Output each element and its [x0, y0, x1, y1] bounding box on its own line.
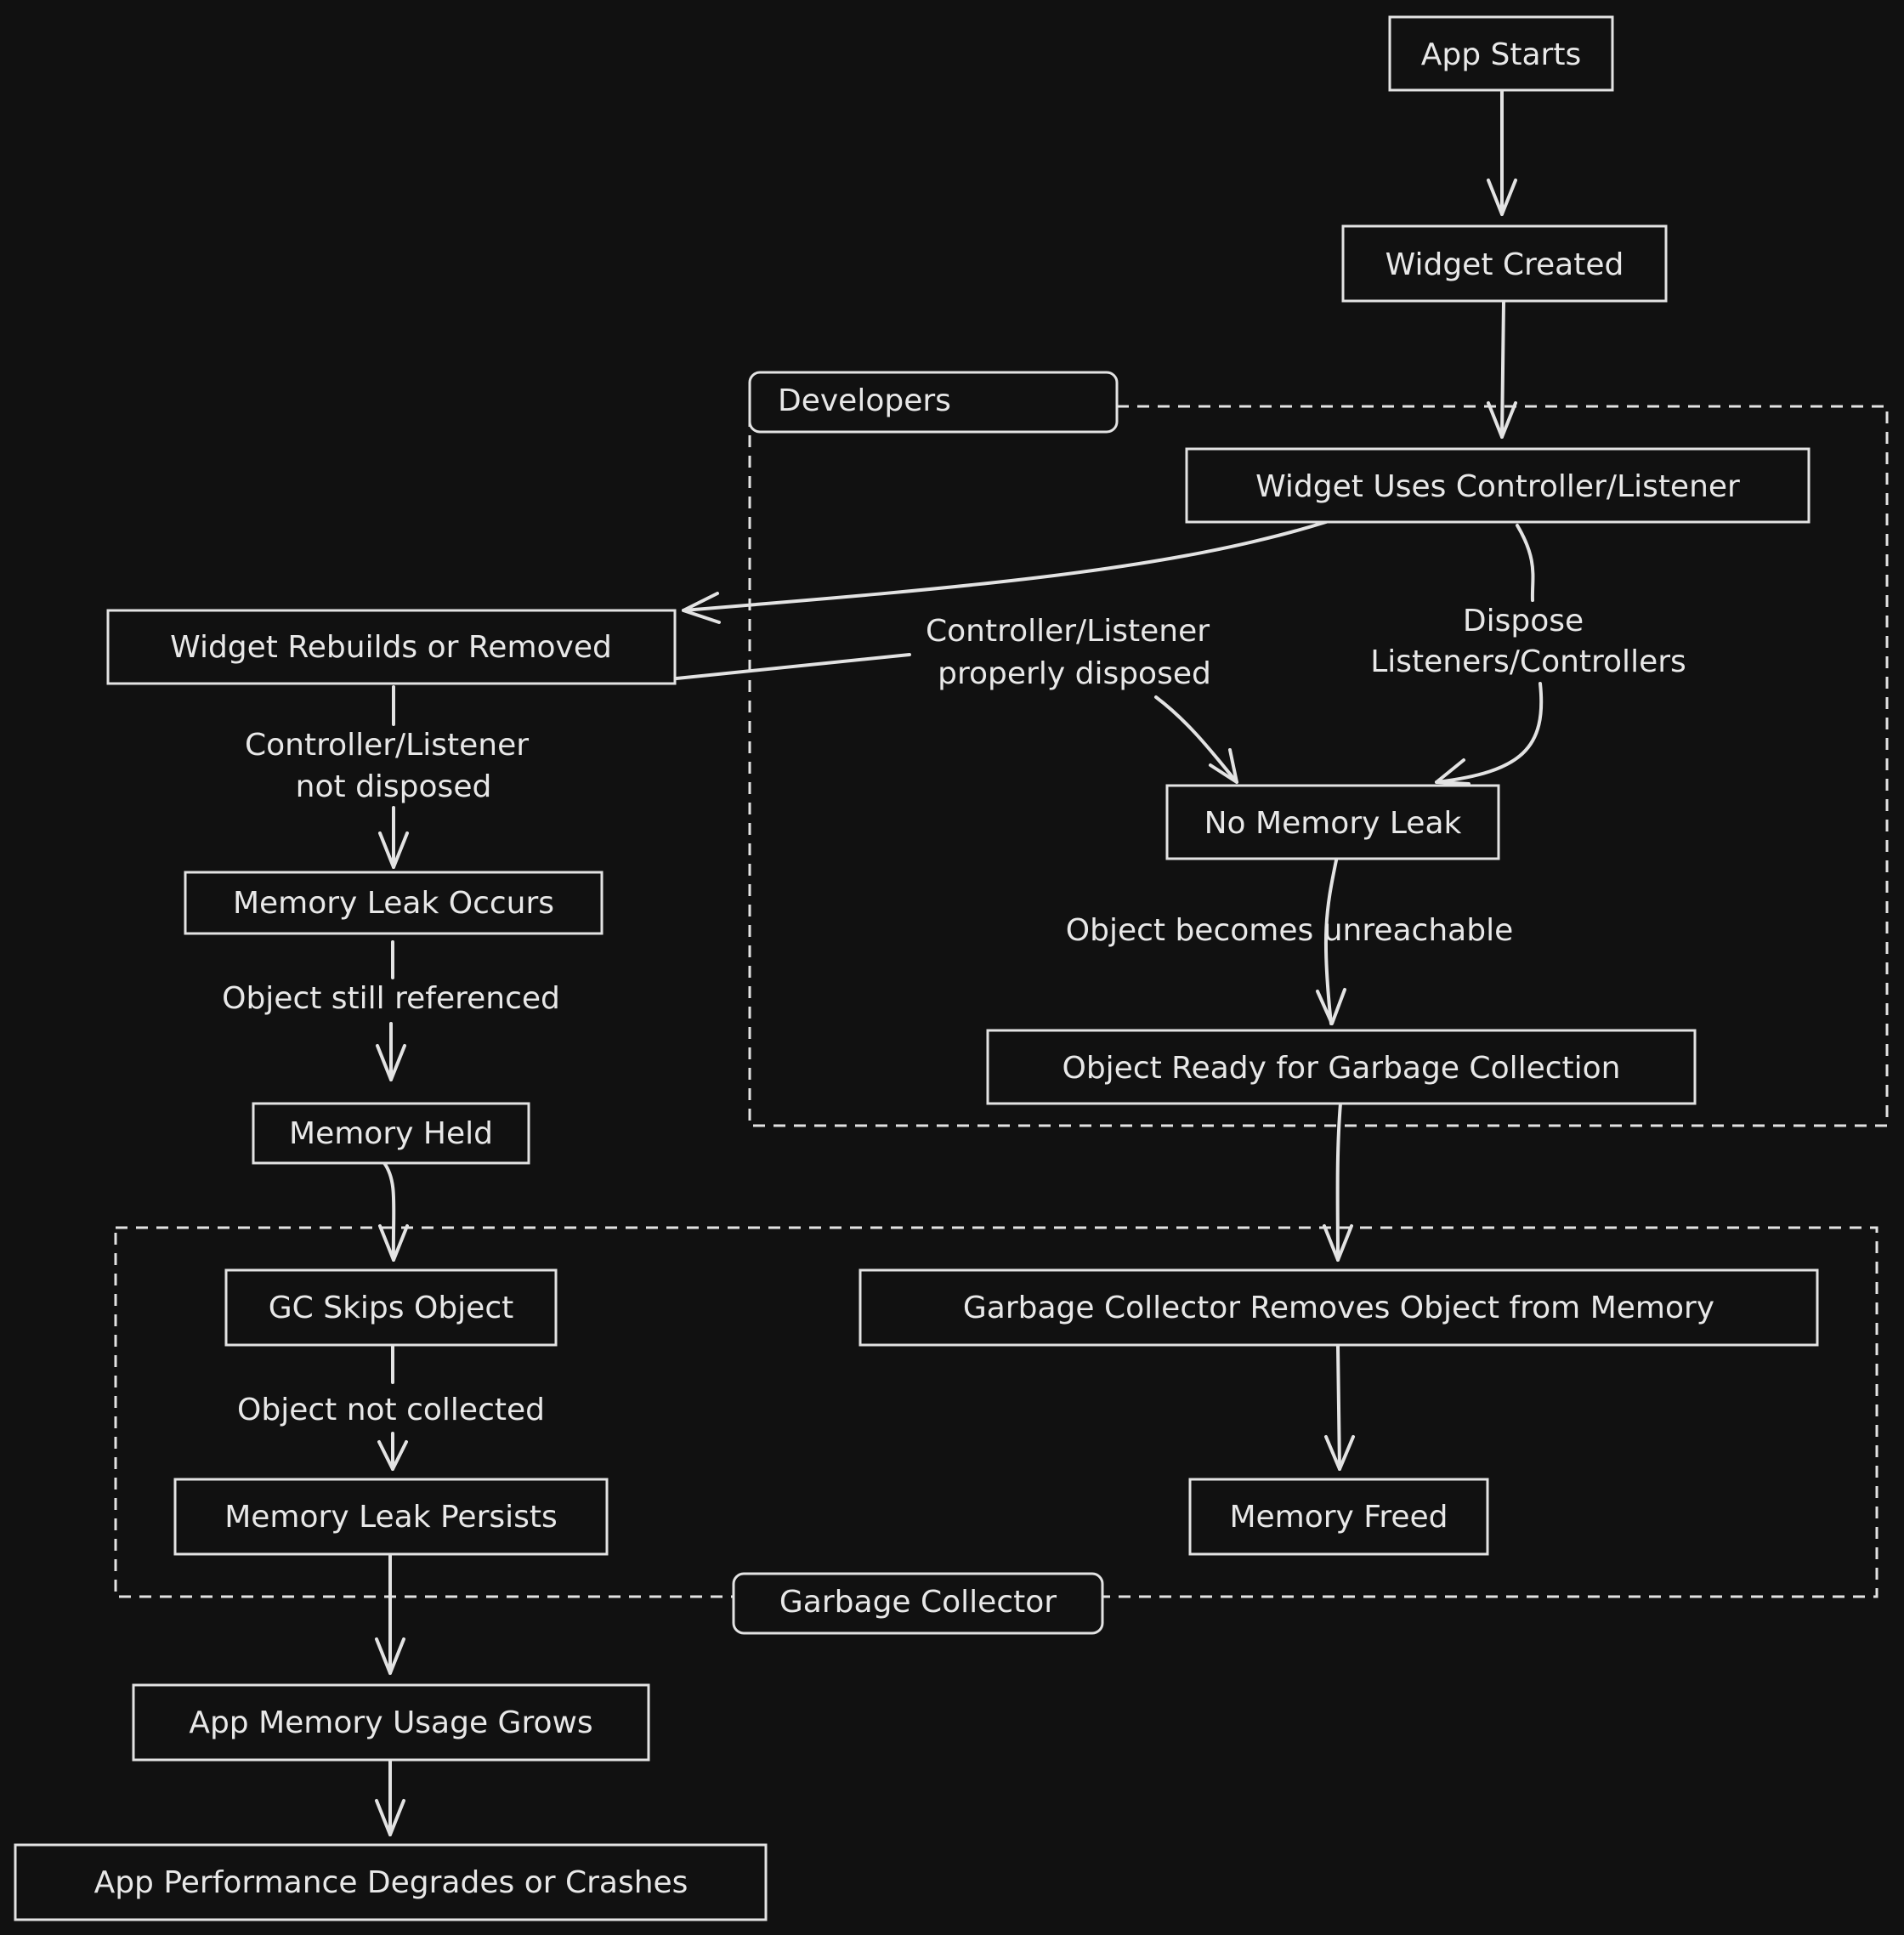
node-no-memory-leak: No Memory Leak — [1165, 784, 1500, 860]
node-app-memory-grows: App Memory Usage Grows — [132, 1683, 650, 1762]
edge-memory-leak-persists-to-app-memory-grows — [375, 1554, 405, 1675]
edge-widget-uses-to-widget-rebuilds — [682, 520, 1328, 624]
edge-label-dispose-line1: Dispose — [1463, 604, 1584, 638]
node-memory-held: Memory Held — [252, 1102, 530, 1165]
group-developers: Developers — [748, 371, 1889, 1127]
node-label-memory-freed: Memory Freed — [1229, 1500, 1448, 1535]
node-label-app-performance-degrades: App Performance Degrades or Crashes — [94, 1865, 688, 1900]
edge-widget-uses-to-no-memory-leak — [1435, 524, 1544, 786]
edge-label-properly-disposed-line1: Controller/Listener — [926, 614, 1210, 649]
edges — [375, 90, 1544, 1836]
edge-app-starts-to-widget-created — [1487, 90, 1517, 216]
node-app-performance-degrades: App Performance Degrades or Crashes — [14, 1843, 768, 1921]
edge-app-memory-grows-to-app-performance — [375, 1758, 405, 1836]
group-garbage-collector: Garbage Collector — [114, 1226, 1878, 1635]
edge-no-memory-leak-to-object-ready — [1316, 859, 1346, 1025]
edge-label-object-unreachable: Object becomes unreachable — [1066, 913, 1513, 948]
node-label-widget-created: Widget Created — [1386, 247, 1624, 282]
edge-memory-leak-occurs-to-memory-held — [376, 940, 406, 1081]
edge-label-properly-disposed-line2: properly disposed — [938, 656, 1211, 691]
node-label-memory-held: Memory Held — [289, 1116, 493, 1151]
node-widget-created: Widget Created — [1341, 224, 1668, 303]
node-gc-skips-object: GC Skips Object — [224, 1268, 558, 1347]
edge-memory-held-to-gc-skips — [378, 1161, 409, 1262]
node-label-gc-removes-object: Garbage Collector Removes Object from Me… — [963, 1291, 1714, 1325]
edge-label-not-disposed-line1: Controller/Listener — [245, 728, 529, 763]
node-memory-freed: Memory Freed — [1188, 1478, 1489, 1556]
edge-label-not-collected: Object not collected — [237, 1393, 545, 1427]
node-memory-leak-occurs: Memory Leak Occurs — [184, 871, 604, 935]
edge-gc-skips-to-memory-leak-persists — [377, 1345, 408, 1471]
node-label-widget-rebuilds: Widget Rebuilds or Removed — [170, 630, 612, 665]
edge-widget-rebuilds-to-memory-leak-occurs — [378, 685, 409, 869]
node-memory-leak-persists: Memory Leak Persists — [173, 1478, 609, 1556]
group-label-garbage-collector: Garbage Collector — [779, 1585, 1057, 1620]
node-label-object-ready-gc: Object Ready for Garbage Collection — [1062, 1051, 1620, 1086]
node-label-no-memory-leak: No Memory Leak — [1204, 806, 1462, 841]
node-label-memory-leak-occurs: Memory Leak Occurs — [233, 886, 554, 921]
edge-widget-created-to-widget-uses — [1487, 299, 1517, 439]
node-widget-uses-controller: Widget Uses Controller/Listener — [1185, 447, 1810, 524]
node-label-widget-uses-controller: Widget Uses Controller/Listener — [1255, 469, 1740, 504]
node-label-memory-leak-persists: Memory Leak Persists — [224, 1500, 558, 1535]
node-app-starts: App Starts — [1388, 15, 1614, 92]
nodes: App Starts Widget Created Widget Uses Co… — [14, 15, 1819, 1921]
edge-gc-removes-to-memory-freed — [1324, 1345, 1355, 1471]
node-label-app-memory-grows: App Memory Usage Grows — [189, 1705, 592, 1740]
node-object-ready-gc: Object Ready for Garbage Collection — [986, 1029, 1697, 1105]
edge-label-dispose-line2: Listeners/Controllers — [1370, 644, 1686, 679]
edge-label-not-disposed-line2: not disposed — [296, 769, 492, 804]
node-label-gc-skips-object: GC Skips Object — [269, 1291, 513, 1325]
group-label-developers: Developers — [778, 383, 951, 418]
edge-labels: Dispose Listeners/Controllers Controller… — [222, 604, 1686, 1427]
edge-object-ready-to-gc-removes — [1323, 1102, 1353, 1262]
edge-widget-rebuilds-to-no-memory-leak — [675, 653, 1238, 784]
node-label-app-starts: App Starts — [1421, 37, 1581, 72]
node-gc-removes-object: Garbage Collector Removes Object from Me… — [858, 1268, 1819, 1347]
edge-label-still-referenced: Object still referenced — [222, 981, 560, 1016]
node-widget-rebuilds: Widget Rebuilds or Removed — [106, 609, 677, 685]
